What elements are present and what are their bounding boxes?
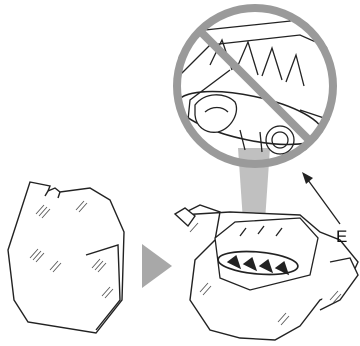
callout-leader-e xyxy=(302,172,340,224)
callout-label-e: E xyxy=(336,228,347,245)
arrow-right-icon xyxy=(142,244,172,288)
packaging-bag-icon xyxy=(8,182,124,333)
magnified-detail xyxy=(173,8,345,164)
